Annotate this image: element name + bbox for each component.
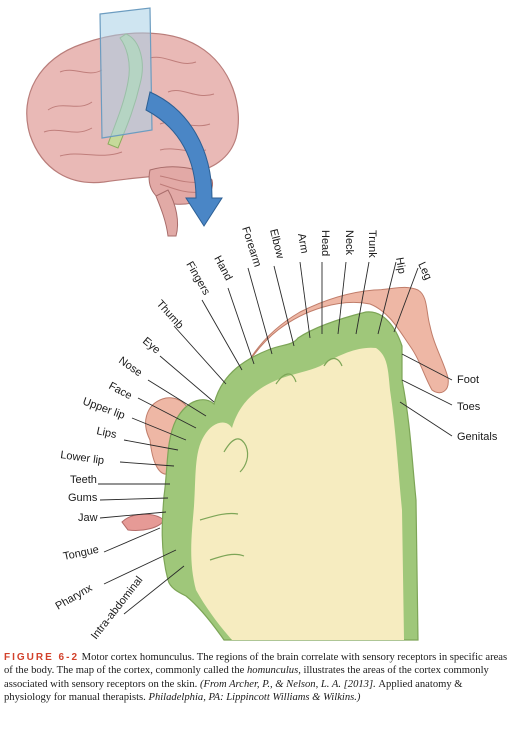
homunculus-diagram: Leg Hip Trunk Neck Head Arm Elbow Forear…: [26, 7, 498, 642]
section-plane: [99, 7, 153, 139]
label-nose: Nose: [116, 355, 144, 380]
label-forearm: Forearm: [239, 225, 263, 268]
label-leg: Leg: [415, 260, 434, 282]
caption-text-2: , illustrates the areas of the cortex co…: [4, 665, 489, 690]
label-pharynx: Pharynx: [54, 582, 95, 613]
caption-text-1: Motor cortex homunculus. The regions of …: [4, 652, 508, 677]
label-hip: Hip: [393, 256, 408, 274]
right-labels: Foot Toes Genitals: [457, 374, 498, 443]
label-fingers: Fingers: [183, 260, 212, 298]
label-arm: Arm: [295, 232, 310, 254]
caption-homunculus: homunculus: [247, 665, 299, 677]
label-lips: Lips: [95, 425, 118, 441]
label-face: Face: [107, 380, 134, 402]
label-thumb: Thumb: [154, 298, 186, 331]
label-lower-lip: Lower lip: [60, 449, 105, 467]
label-neck: Neck: [343, 230, 355, 256]
homunculus-tongue: [121, 513, 165, 531]
label-upper-lip: Upper lip: [81, 396, 126, 422]
label-jaw: Jaw: [78, 512, 98, 524]
caption-text-3: Applied anatomy & physiology for manual …: [4, 678, 463, 704]
caption-citation-2: Philadelphia, PA: Lippincott Williams & …: [148, 692, 361, 704]
label-genitals: Genitals: [457, 431, 498, 443]
label-tongue: Tongue: [62, 544, 100, 563]
label-eye: Eye: [140, 335, 162, 356]
label-gums: Gums: [68, 492, 98, 504]
figure-label: FIGURE 6-2: [4, 652, 80, 663]
label-teeth: Teeth: [70, 474, 97, 486]
label-foot: Foot: [457, 374, 479, 386]
caption-citation: (From Archer, P., & Nelson, L. A. [2013]…: [199, 678, 379, 690]
section-arrow: [145, 91, 223, 227]
label-toes: Toes: [457, 401, 481, 413]
label-hand: Hand: [211, 254, 234, 283]
label-intra-abdominal: Intra-abdominal: [89, 574, 146, 642]
label-trunk: Trunk: [366, 230, 378, 258]
brain-illustration: [26, 7, 239, 237]
leader-lines: [98, 261, 453, 615]
label-elbow: Elbow: [267, 228, 286, 260]
cortex-white-matter: [191, 347, 404, 640]
brain-stem: [155, 189, 179, 237]
figure-caption: FIGURE 6-2 Motor cortex homunculus. The …: [4, 651, 512, 705]
cortex-section: [98, 261, 453, 641]
label-head: Head: [319, 230, 331, 256]
